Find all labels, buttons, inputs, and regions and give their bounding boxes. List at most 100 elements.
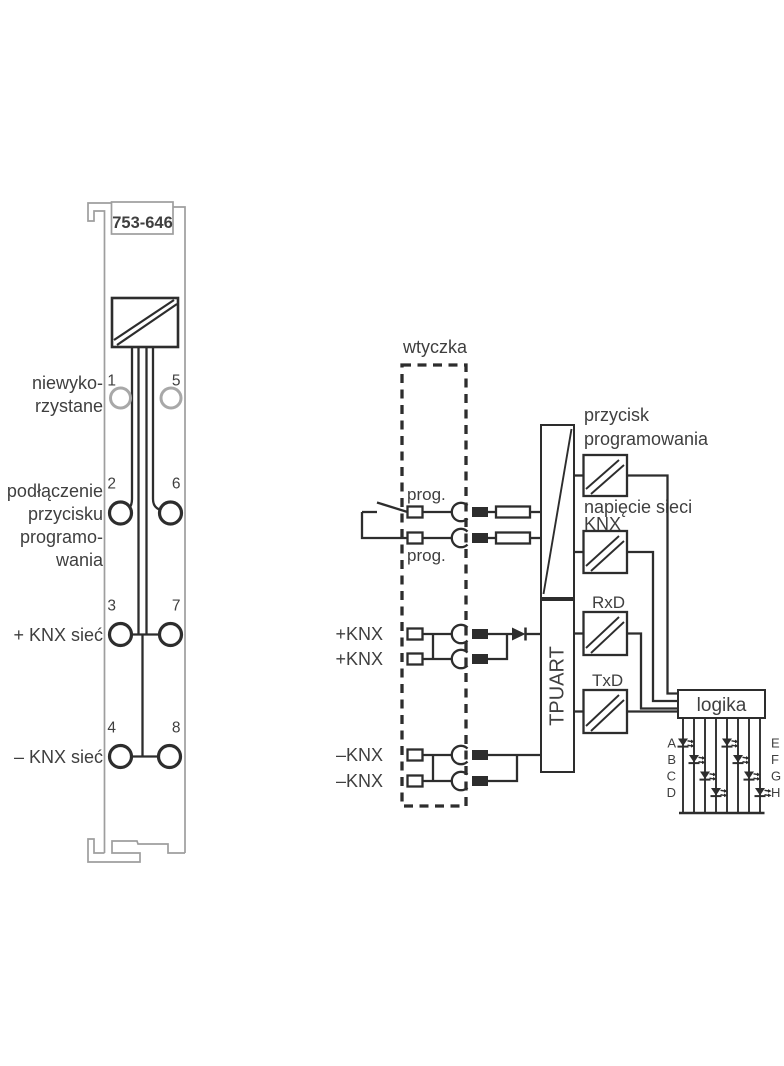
resistor (494, 505, 532, 519)
contact-6 (157, 500, 184, 526)
prog-row-1 (406, 501, 541, 523)
terminal-prog-2 (406, 531, 424, 545)
knx-plus-label-2: +KNX (335, 649, 383, 669)
led-a (676, 737, 696, 749)
module-outline-right (172, 206, 186, 853)
label-progbutton-line2: przycisku (28, 504, 103, 524)
terminal-prog-1 (406, 505, 424, 519)
knx-plus-rows (406, 623, 541, 670)
led-label-a: A (667, 736, 676, 751)
prog-row-2 (406, 527, 541, 549)
contact-numbers: 1 5 2 6 3 7 4 8 (107, 373, 180, 737)
plug-pin (472, 629, 488, 639)
label-progbutton-line4: wania (55, 550, 104, 570)
contact-number-6: 6 (172, 476, 181, 493)
prog-label-bottom: prog. (407, 546, 446, 565)
contact-number-7: 7 (172, 598, 181, 615)
led-h (753, 787, 773, 799)
diode (512, 627, 526, 641)
label-progbutton-line1: podłączenie (7, 481, 103, 501)
socket-contact (450, 744, 469, 766)
led-label-f: F (771, 752, 779, 767)
label-knx-plus: + KNX sieć (13, 625, 103, 645)
contact-number-4: 4 (107, 720, 116, 737)
contact-5 (159, 386, 183, 410)
module-contacts (107, 386, 184, 770)
label-unused-line2: rzystane (35, 396, 103, 416)
contact-number-1: 1 (107, 373, 116, 390)
contact-number-2: 2 (107, 476, 116, 493)
led-e (720, 737, 740, 749)
led-g (742, 770, 762, 782)
led-label-b: B (667, 752, 676, 767)
led-d (709, 787, 729, 799)
opto-prog-label-line2: programowania (584, 429, 709, 449)
plug-pin (472, 776, 488, 786)
knx-minus-label-1: –KNX (336, 745, 383, 765)
led-lines (682, 718, 761, 813)
opto-rxd-label: RxD (592, 593, 625, 612)
opto-prog-label-line1: przycisk (584, 405, 650, 425)
part-number-box (110, 201, 174, 235)
plug-pin (472, 750, 488, 760)
terminal-knx-plus-2 (406, 652, 424, 666)
contact-8 (156, 743, 183, 770)
label-progbutton-line3: programo- (20, 527, 103, 547)
module-side-labels: niewyko- rzystane podłączenie przycisku … (7, 373, 104, 767)
led-array: A B C D E F G H (667, 718, 782, 815)
socket-contact (450, 623, 469, 645)
plug-label: wtyczka (402, 337, 468, 357)
contact-7 (157, 621, 184, 648)
led-c (698, 770, 718, 782)
led-label-d: D (667, 785, 676, 800)
led-label-e: E (771, 736, 780, 751)
optocoupler-txd (582, 688, 629, 735)
logic-block: logika (677, 689, 766, 719)
contact-number-3: 3 (107, 598, 116, 615)
resistor (494, 531, 532, 545)
logic-label: logika (697, 695, 747, 716)
socket-contact (450, 770, 469, 792)
led-label-c: C (667, 769, 676, 784)
prog-label-top: prog. (407, 485, 446, 504)
optocoupler-knx-voltage (582, 529, 629, 575)
terminal-knx-plus-1 (406, 627, 424, 641)
contact-3 (107, 621, 134, 648)
socket-contact (450, 527, 469, 549)
socket-contact (450, 648, 469, 670)
contact-number-8: 8 (172, 720, 181, 737)
led-label-h: H (771, 785, 780, 800)
plug-pin (472, 654, 488, 664)
led-b (687, 754, 707, 766)
opto-voltage-label-line1: napięcie sieci (584, 497, 692, 517)
io-module: 753-646 1 (7, 201, 186, 863)
opto-voltage-label-line2: KNX (584, 514, 621, 534)
label-unused-line1: niewyko- (32, 373, 103, 393)
schematic: wtyczka prog. prog. (335, 337, 782, 815)
terminal-knx-minus-1 (406, 748, 424, 762)
optocoupler-rxd (582, 610, 629, 657)
module-wires (126, 347, 160, 758)
plug-pin (472, 533, 488, 543)
contact-2 (107, 500, 134, 526)
plug-pin (472, 507, 488, 517)
opto-txd-label: TxD (592, 671, 623, 690)
contact-4 (107, 743, 134, 770)
isolation-block (540, 424, 575, 599)
module-outline-foot (87, 838, 185, 863)
socket-contact (450, 501, 469, 523)
optocoupler-prog-button (582, 453, 629, 498)
led-labels: A B C D E F G H (667, 736, 782, 801)
contact-1 (109, 386, 132, 410)
programming-switch (360, 501, 408, 540)
module-outline-left (87, 202, 112, 853)
knx-plus-label-1: +KNX (335, 624, 383, 644)
knx-minus-label-2: –KNX (336, 771, 383, 791)
led-f (731, 754, 751, 766)
contact-number-5: 5 (172, 373, 181, 390)
led-label-g: G (771, 769, 781, 784)
plug-dashed-box (400, 363, 468, 808)
terminal-knx-minus-2 (406, 774, 424, 788)
